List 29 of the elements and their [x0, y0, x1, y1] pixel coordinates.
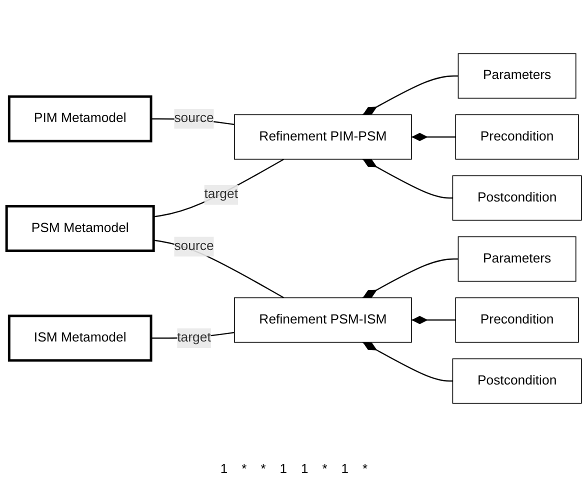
- multiplicity-label: *: [260, 461, 266, 476]
- composition-line: [362, 158, 453, 199]
- composition-line: [362, 75, 458, 116]
- class-box: ISM Metamodel: [8, 314, 152, 362]
- class-box: Parameters: [458, 236, 576, 282]
- class-box: Refinement PIM-PSM: [234, 114, 412, 160]
- role-label: target: [204, 185, 238, 205]
- composition-line: [411, 132, 456, 142]
- multiplicity-label: 1: [341, 461, 349, 476]
- multiplicity-label: 1: [280, 461, 287, 476]
- multiplicity-label: 1: [220, 461, 228, 476]
- class-box: Precondition: [455, 297, 579, 343]
- multiplicity-label: *: [362, 461, 368, 476]
- composition-line: [362, 342, 453, 382]
- role-label: source: [174, 108, 214, 129]
- class-box: Precondition: [455, 114, 579, 160]
- composition-line: [411, 316, 456, 324]
- class-box: Parameters: [458, 53, 576, 99]
- role-label: source: [174, 236, 214, 257]
- class-box: PIM Metamodel: [8, 95, 152, 142]
- composition-line: [362, 258, 458, 298]
- class-box: Postcondition: [452, 175, 582, 221]
- class-box: Postcondition: [452, 358, 582, 404]
- class-box: PSM Metamodel: [5, 205, 155, 252]
- role-label: target: [177, 328, 211, 348]
- multiplicity-label: *: [322, 461, 328, 476]
- multiplicity-label: 1: [301, 461, 308, 476]
- class-box: Refinement PSM-ISM: [234, 297, 412, 343]
- multiplicity-label: *: [242, 461, 247, 476]
